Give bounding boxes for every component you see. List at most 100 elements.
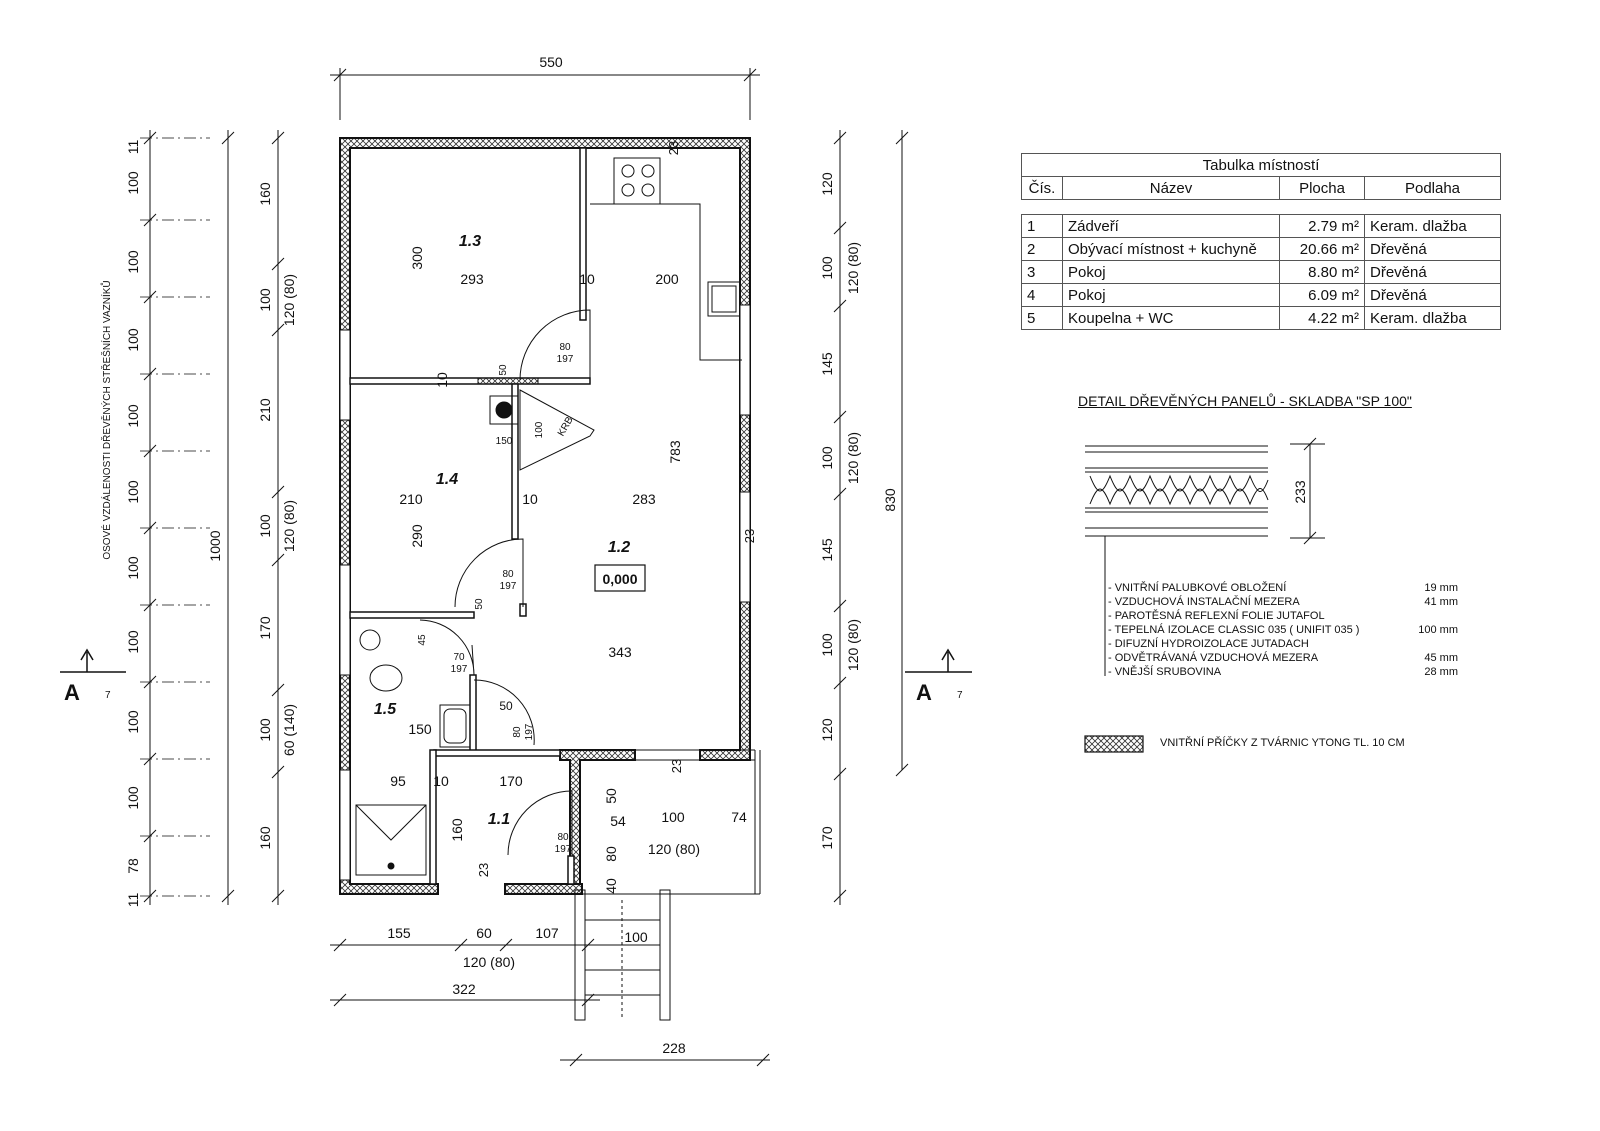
room-dim: 160 xyxy=(449,818,465,842)
room-dim: 95 xyxy=(390,773,406,789)
room-dim: 150 xyxy=(408,721,432,737)
stair-total-dim: 228 xyxy=(662,1040,686,1056)
wall-thickness: 23 xyxy=(669,759,684,773)
wall-dim: 210 xyxy=(257,398,273,422)
wall-thickness: 23 xyxy=(666,141,681,155)
washbasin-icon xyxy=(359,629,381,651)
interior-height: 830 xyxy=(882,488,898,512)
door-swings xyxy=(419,309,591,856)
bottom-total-dim: 322 xyxy=(452,981,476,997)
room-area: 20.66 m² xyxy=(1279,237,1365,261)
door-offset: 50 xyxy=(474,598,485,610)
layer-item: - VNĚJŠÍ SRUBOVINA 28 mm xyxy=(1108,665,1458,679)
axis-dim: 100 xyxy=(125,710,141,734)
wall-dim: 160 xyxy=(257,826,273,850)
header-name: Název xyxy=(1062,176,1280,200)
room-no: 5 xyxy=(1021,306,1063,330)
fireplace-width: 150 xyxy=(496,436,513,447)
door-offset: 50 xyxy=(499,699,513,713)
door-height: 197 xyxy=(557,354,574,365)
wall-thickness: 10 xyxy=(522,491,538,507)
axis-dim: 11 xyxy=(125,140,141,155)
right-dim: 120 xyxy=(819,172,835,196)
room-name: Zádveří xyxy=(1062,214,1280,238)
wall-thickness: 10 xyxy=(433,773,449,789)
right-dim: 100 xyxy=(819,446,835,470)
right-opening-dim: 120 (80) xyxy=(845,619,861,671)
layer-name: - TEPELNÁ IZOLACE CLASSIC 035 ( UNIFIT 0… xyxy=(1108,624,1360,636)
layer-thickness: 19 mm xyxy=(1424,582,1458,594)
sink-icon xyxy=(707,281,741,317)
table-row: 2 Obývací místnost + kuchyně 20.66 m² Dř… xyxy=(1021,237,1501,261)
layer-item: - TEPELNÁ IZOLACE CLASSIC 035 ( UNIFIT 0… xyxy=(1108,623,1458,637)
room-floor: Dřevěná xyxy=(1364,283,1501,307)
porch-and-stairs xyxy=(574,749,761,1021)
dimension-lines xyxy=(149,68,903,1061)
section-markers xyxy=(60,648,972,673)
layer-item: - PAROTĚSNÁ REFLEXNÍ FOLIE JUTAFOL xyxy=(1108,609,1458,623)
wall-dim: 100 xyxy=(257,718,273,742)
opening-dim: 60 (140) xyxy=(281,704,297,756)
shower-icon xyxy=(355,804,427,876)
header-floor: Podlaha xyxy=(1364,176,1501,200)
table-row: 4 Pokoj 6.09 m² Dřevěná xyxy=(1021,283,1501,307)
room-name: Pokoj xyxy=(1062,283,1280,307)
porch-dim: 54 xyxy=(610,813,626,829)
fireplace-hearth xyxy=(519,389,595,471)
partition-hatch xyxy=(477,377,539,385)
room-area: 4.22 m² xyxy=(1279,306,1365,330)
wall-thickness: 23 xyxy=(742,529,757,543)
room-floor: Dřevěná xyxy=(1364,237,1501,261)
overall-height: 1000 xyxy=(207,530,223,561)
door-height: 197 xyxy=(524,723,535,740)
room-dim: 200 xyxy=(655,271,679,287)
table-row: 5 Koupelna + WC 4.22 m² Keram. dlažba xyxy=(1021,306,1501,330)
axis-dim: 11 xyxy=(125,893,141,908)
wall-thickness: 10 xyxy=(579,271,595,287)
porch-opening-dim: 120 (80) xyxy=(648,841,700,857)
layer-thickness: 100 mm xyxy=(1418,624,1458,636)
room-floor: Keram. dlažba xyxy=(1364,306,1501,330)
room-number: 1.1 xyxy=(488,811,510,828)
overall-width: 550 xyxy=(539,54,563,70)
right-dim: 100 xyxy=(819,633,835,657)
axis-dim: 100 xyxy=(125,786,141,810)
right-opening-dim: 120 (80) xyxy=(845,432,861,484)
room-name: Pokoj xyxy=(1062,260,1280,284)
layer-name: - ODVĚTRÁVANÁ VZDUCHOVÁ MEZERA xyxy=(1108,652,1319,664)
room-dim: 170 xyxy=(499,773,523,789)
layer-thickness: 45 mm xyxy=(1424,652,1458,664)
room-dim: 293 xyxy=(460,271,484,287)
door-height: 197 xyxy=(500,581,517,592)
basin-icon xyxy=(439,704,471,748)
ytong-legend-swatch xyxy=(1084,735,1144,753)
right-dim: 145 xyxy=(819,538,835,562)
right-dim: 100 xyxy=(819,256,835,280)
wall-dim: 100 xyxy=(257,288,273,312)
porch-dim: 100 xyxy=(661,809,685,825)
axis-dim: 100 xyxy=(125,630,141,654)
room-dim: 210 xyxy=(399,491,423,507)
bottom-dim: 60 xyxy=(476,925,492,941)
kitchen-counter xyxy=(590,203,742,361)
porch-dim: 80 xyxy=(603,846,619,862)
room-table-title: Tabulka místností xyxy=(1021,153,1501,177)
layer-item: - ODVĚTRÁVANÁ VZDUCHOVÁ MEZERA 45 mm xyxy=(1108,651,1458,665)
room-no: 3 xyxy=(1021,260,1063,284)
bottom-opening-dim: 120 (80) xyxy=(463,954,515,970)
axis-dim: 100 xyxy=(125,171,141,195)
axis-dim: 100 xyxy=(125,480,141,504)
door-offset: 50 xyxy=(498,364,509,376)
door-width: 80 xyxy=(502,569,514,580)
room-floor: Dřevěná xyxy=(1364,260,1501,284)
room-area: 8.80 m² xyxy=(1279,260,1365,284)
wall-thickness: 23 xyxy=(476,863,491,877)
legend-label: VNITŘNÍ PŘÍČKY Z TVÁRNIC YTONG TL. 10 CM xyxy=(1160,737,1405,749)
room-number: 1.3 xyxy=(459,233,481,250)
layer-thickness: 28 mm xyxy=(1424,666,1458,678)
section-mark-right: A xyxy=(916,680,932,705)
right-dim: 170 xyxy=(819,826,835,850)
layer-name: - VNĚJŠÍ SRUBOVINA xyxy=(1108,666,1222,678)
